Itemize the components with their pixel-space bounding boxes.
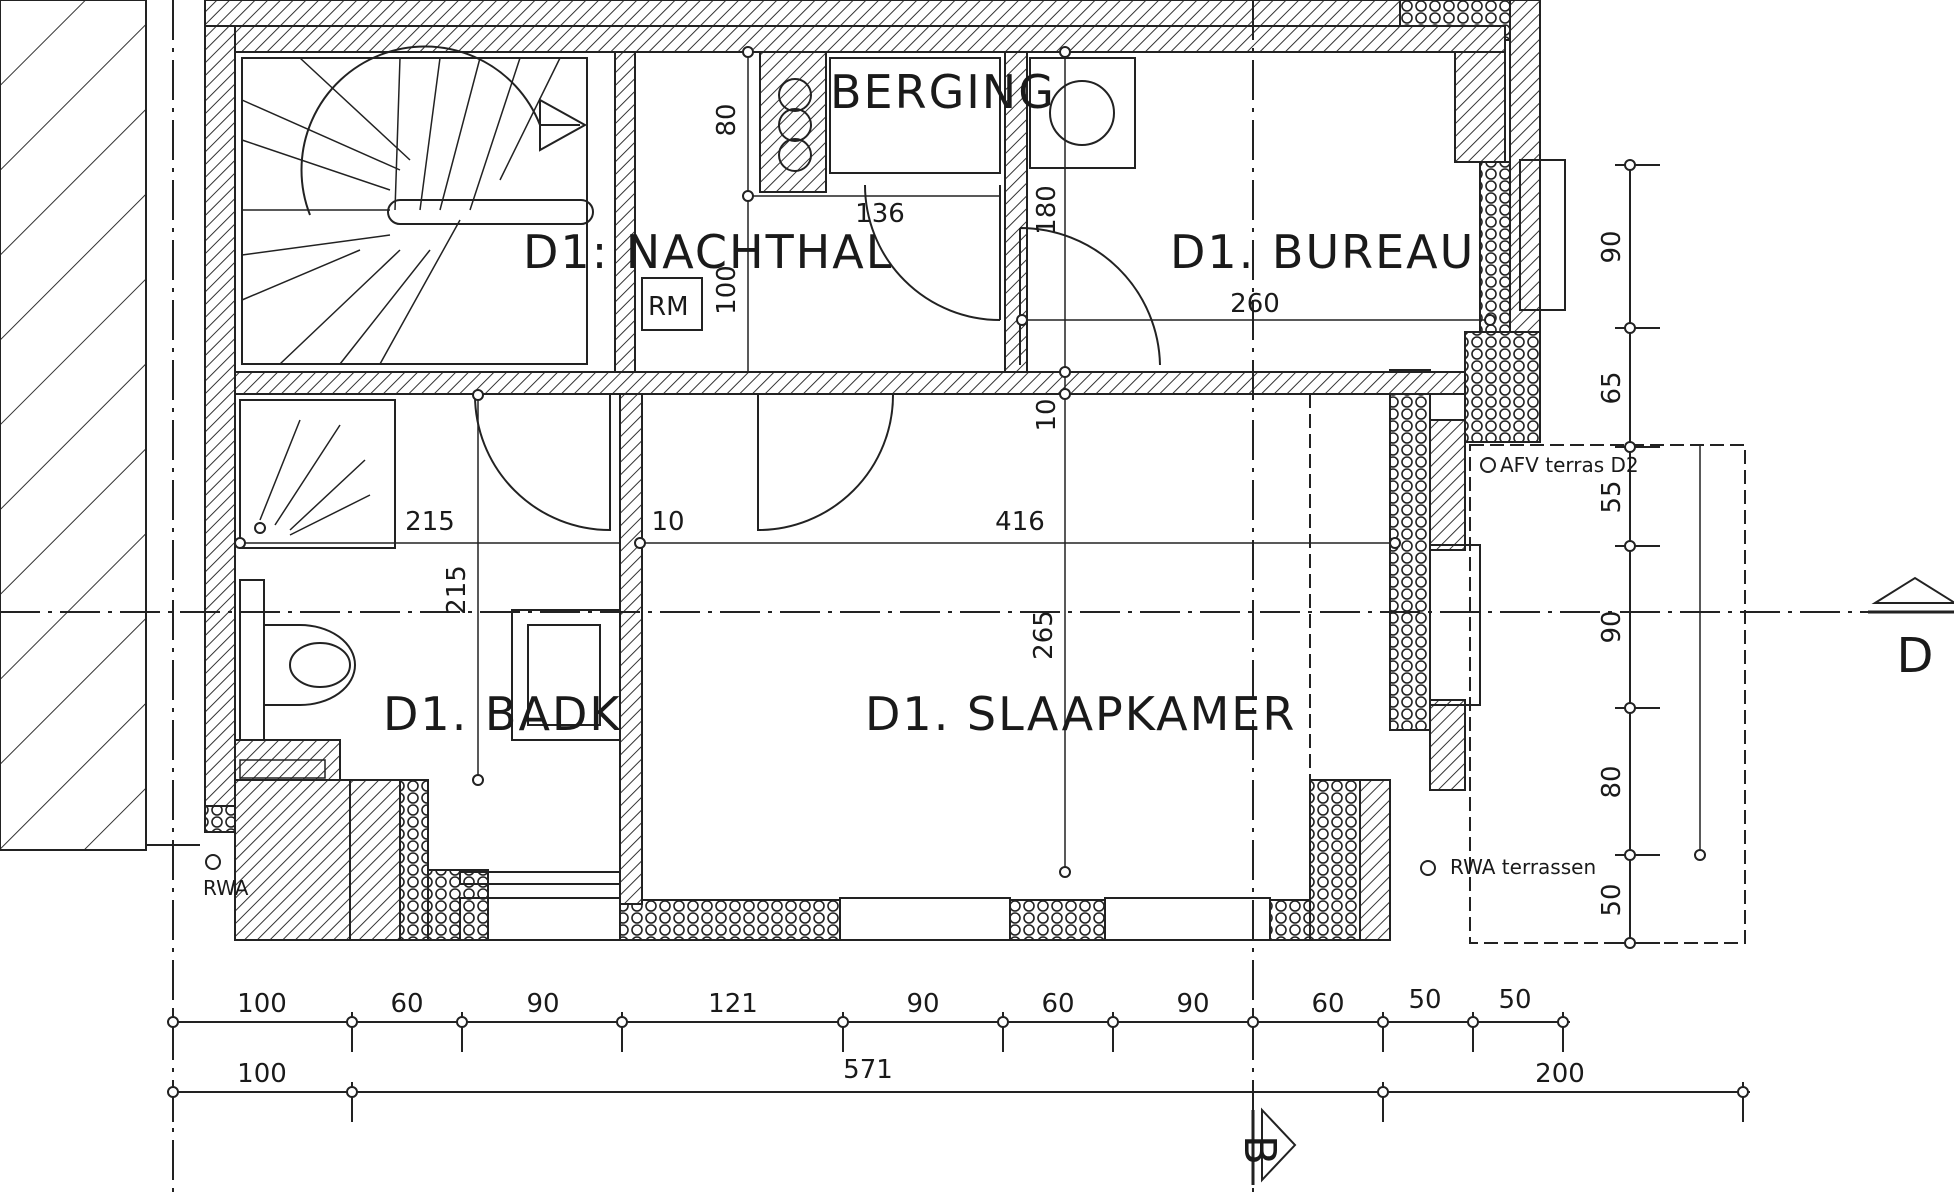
section-marker-d	[1868, 576, 1954, 614]
dim-10-vertical: 10	[1032, 398, 1062, 431]
dimension-tick-dot	[1467, 1016, 1479, 1028]
dimension-tick-dot	[346, 1016, 358, 1028]
staircase	[241, 45, 594, 365]
dimension-tick-dot	[346, 1086, 358, 1098]
dim-260: 260	[1230, 289, 1280, 319]
storage-fixtures	[778, 57, 1136, 174]
neighbour-building	[0, 0, 200, 851]
dim-136: 136	[855, 199, 905, 229]
dim-10-horizontal: 10	[651, 507, 684, 537]
bottom-dim-1-6: 60	[1041, 989, 1074, 1019]
bottom-dim-1-3: 90	[526, 989, 559, 1019]
dimension-tick-dot	[167, 1086, 179, 1098]
dimension-tick-dot	[997, 1016, 1009, 1028]
right-dim-6: 50	[1597, 883, 1627, 916]
right-dim-5: 80	[1597, 765, 1627, 798]
measure-lines	[234, 46, 1496, 878]
inner-walls	[234, 51, 1466, 905]
dimension-tick-dot	[1737, 1086, 1749, 1098]
rwa-terrassen-label: RWA terrassen	[1450, 855, 1596, 879]
windows	[459, 159, 1566, 941]
dimension-tick-dot	[1107, 1016, 1119, 1028]
right-dim-3: 55	[1597, 480, 1627, 513]
dim-265: 265	[1029, 610, 1059, 660]
dim-215-vertical: 215	[442, 565, 472, 615]
bottom-dim-1-4: 121	[708, 989, 758, 1019]
drain-markers	[205, 277, 1496, 876]
section-label-b: B	[1234, 1135, 1285, 1165]
bottom-dim-1-10: 50	[1498, 985, 1531, 1015]
room-label-bureau: D1. BUREAU	[1170, 225, 1475, 279]
room-label-berging: BERGING	[830, 65, 1056, 119]
rwa-label: RWA	[203, 876, 249, 900]
bottom-dim-1-9: 50	[1408, 985, 1441, 1015]
dim-80: 80	[712, 103, 742, 136]
room-label-nachthal: D1: NACHTHAL	[523, 225, 893, 279]
bottom-dim-1-8: 60	[1311, 989, 1344, 1019]
dim-215-horizontal: 215	[405, 507, 455, 537]
dimension-tick-dot	[167, 1016, 179, 1028]
dimension-tick-dot	[616, 1016, 628, 1028]
bottom-dim-2-1: 100	[237, 1059, 287, 1089]
dimension-tick-dot	[837, 1016, 849, 1028]
dim-416: 416	[995, 507, 1045, 537]
bottom-dim-1-2: 60	[390, 989, 423, 1019]
right-dim-2: 65	[1597, 371, 1627, 404]
rm-symbol-label: RM	[648, 292, 689, 322]
bathroom-fixtures	[239, 399, 621, 779]
bottom-dim-2-3: 200	[1535, 1059, 1585, 1089]
dimension-tick-dot	[1377, 1016, 1389, 1028]
dimension-tick-dot	[1247, 1016, 1259, 1028]
bottom-dim-1-1: 100	[237, 989, 287, 1019]
section-marker-b	[1251, 1107, 1297, 1185]
right-dimension-chain	[1615, 159, 1660, 949]
bottom-dim-1-7: 90	[1176, 989, 1209, 1019]
terrace-outline	[1309, 394, 1746, 944]
dim-100: 100	[712, 265, 742, 315]
dimension-tick-dot	[1557, 1016, 1569, 1028]
top-wall	[204, 0, 1511, 53]
bottom-dimension-chains	[167, 1012, 1750, 1122]
dimension-tick-dot	[1377, 1086, 1389, 1098]
section-label-d: D	[1897, 628, 1934, 684]
dim-180: 180	[1032, 185, 1062, 235]
room-label-badk: D1. BADK	[383, 687, 622, 741]
room-label-slaapkamer: D1. SLAAPKAMER	[865, 687, 1296, 741]
bottom-dim-1-5: 90	[906, 989, 939, 1019]
afv-terras-label: AFV terras D2	[1500, 453, 1639, 477]
outer-walls	[204, 0, 1541, 941]
dimension-tick-dot	[456, 1016, 468, 1028]
bottom-dim-2-2: 571	[843, 1055, 893, 1085]
right-dim-4: 90	[1597, 610, 1627, 643]
right-dim-1: 90	[1597, 230, 1627, 263]
